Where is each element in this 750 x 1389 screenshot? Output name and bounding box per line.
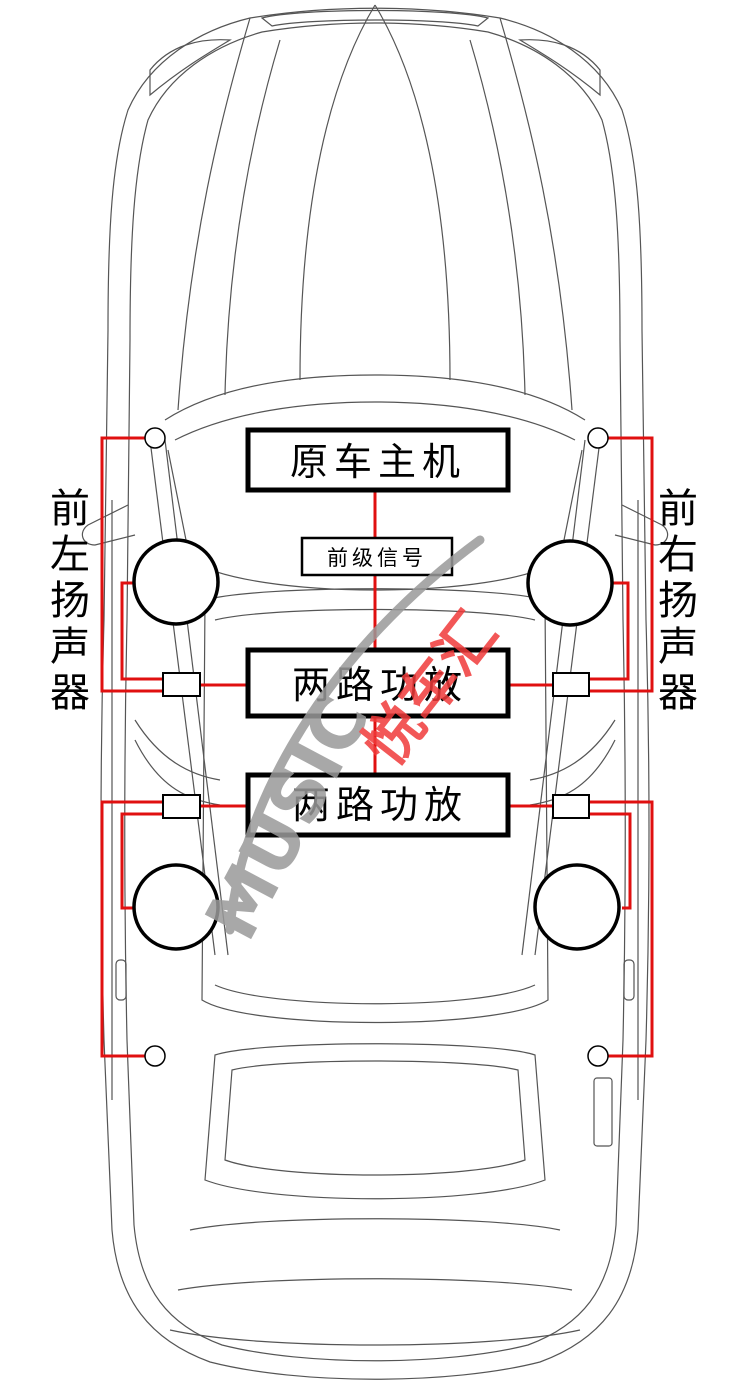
rear-right-tweeter xyxy=(587,1045,609,1067)
rear-left-woofer xyxy=(132,863,220,951)
fl-char-2: 左 xyxy=(50,532,90,578)
front-right-tweeter xyxy=(587,427,609,449)
amplifier-box-2: 两路功放 xyxy=(245,772,511,838)
fr-char-1: 前 xyxy=(658,486,698,532)
rear-right-woofer xyxy=(533,863,621,951)
front-right-crossover xyxy=(552,672,590,697)
wire-rr-tweeter xyxy=(589,800,654,1058)
fr-char-3: 扬 xyxy=(658,578,698,624)
front-left-speaker-label: 前 左 扬 声 器 xyxy=(50,486,90,716)
wiring xyxy=(100,436,654,1058)
watermark-swoosh xyxy=(225,535,485,935)
watermark: MUSIC 悦车汇 xyxy=(189,535,510,953)
wire-rl-woofer xyxy=(120,812,163,910)
rear-left-crossover xyxy=(162,794,201,819)
fl-char-3: 扬 xyxy=(50,578,90,624)
fl-char-1: 前 xyxy=(50,486,90,532)
front-left-crossover xyxy=(162,672,201,697)
rear-left-tweeter xyxy=(144,1045,166,1067)
front-left-tweeter xyxy=(144,427,166,449)
wire-fl-woofer xyxy=(120,581,163,681)
wire-rr-woofer xyxy=(589,812,632,910)
fl-char-4: 声 xyxy=(50,624,90,670)
rear-right-crossover xyxy=(552,794,590,819)
wire-rl-tweeter xyxy=(100,800,163,1058)
fr-char-4: 声 xyxy=(658,624,698,670)
amplifier-2-label: 两路功放 xyxy=(292,783,468,827)
fl-char-5: 器 xyxy=(50,670,90,716)
front-left-woofer xyxy=(132,538,220,626)
wire-fr-tweeter xyxy=(589,436,654,693)
signal-label: 前级信号 xyxy=(327,546,427,570)
speakers xyxy=(132,427,621,1067)
front-right-woofer xyxy=(526,539,614,627)
signal-box: 前级信号 xyxy=(300,536,454,577)
front-right-speaker-label: 前 右 扬 声 器 xyxy=(658,486,698,716)
fr-char-2: 右 xyxy=(658,532,698,578)
crossovers xyxy=(162,672,590,819)
head-unit-box: 原车主机 xyxy=(245,427,511,493)
fr-char-5: 器 xyxy=(658,670,698,716)
wire-fr-woofer xyxy=(589,581,630,681)
head-unit-label: 原车主机 xyxy=(290,440,466,484)
wire-fl-tweeter xyxy=(100,436,163,693)
